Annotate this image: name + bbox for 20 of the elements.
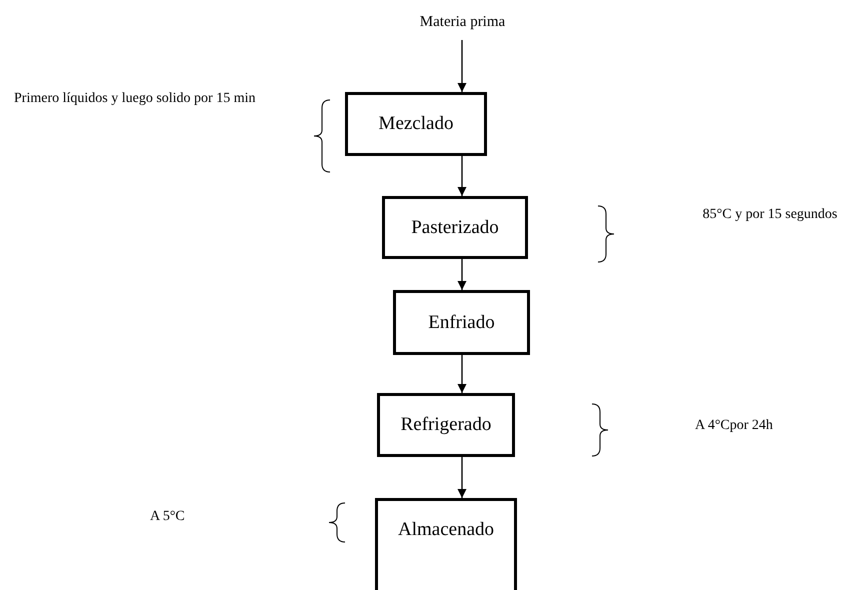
process-box (382, 196, 528, 259)
step-label: Refrigerado (400, 414, 492, 436)
step-label: Almacenado (398, 519, 494, 541)
arrow (457, 457, 467, 498)
arrow (457, 40, 467, 92)
step-note: A 5°C (150, 508, 186, 526)
process-box (375, 498, 517, 590)
arrow (457, 355, 467, 393)
process-box (345, 92, 487, 156)
step-note: 85°C y por 15 segundos (702, 206, 838, 224)
input-label: Materia prima (385, 8, 540, 36)
process-box (393, 290, 530, 355)
step-note: Primero líquidos y luego solido por 15 min (14, 90, 256, 108)
arrow (457, 259, 467, 290)
process-box (377, 393, 515, 457)
step-label: Pasterizado (411, 216, 499, 238)
step-label: Mezclado (378, 113, 454, 135)
step-note: A 4°Cpor 24h (695, 417, 774, 435)
arrow (457, 156, 467, 196)
step-label: Enfriado (428, 312, 495, 334)
